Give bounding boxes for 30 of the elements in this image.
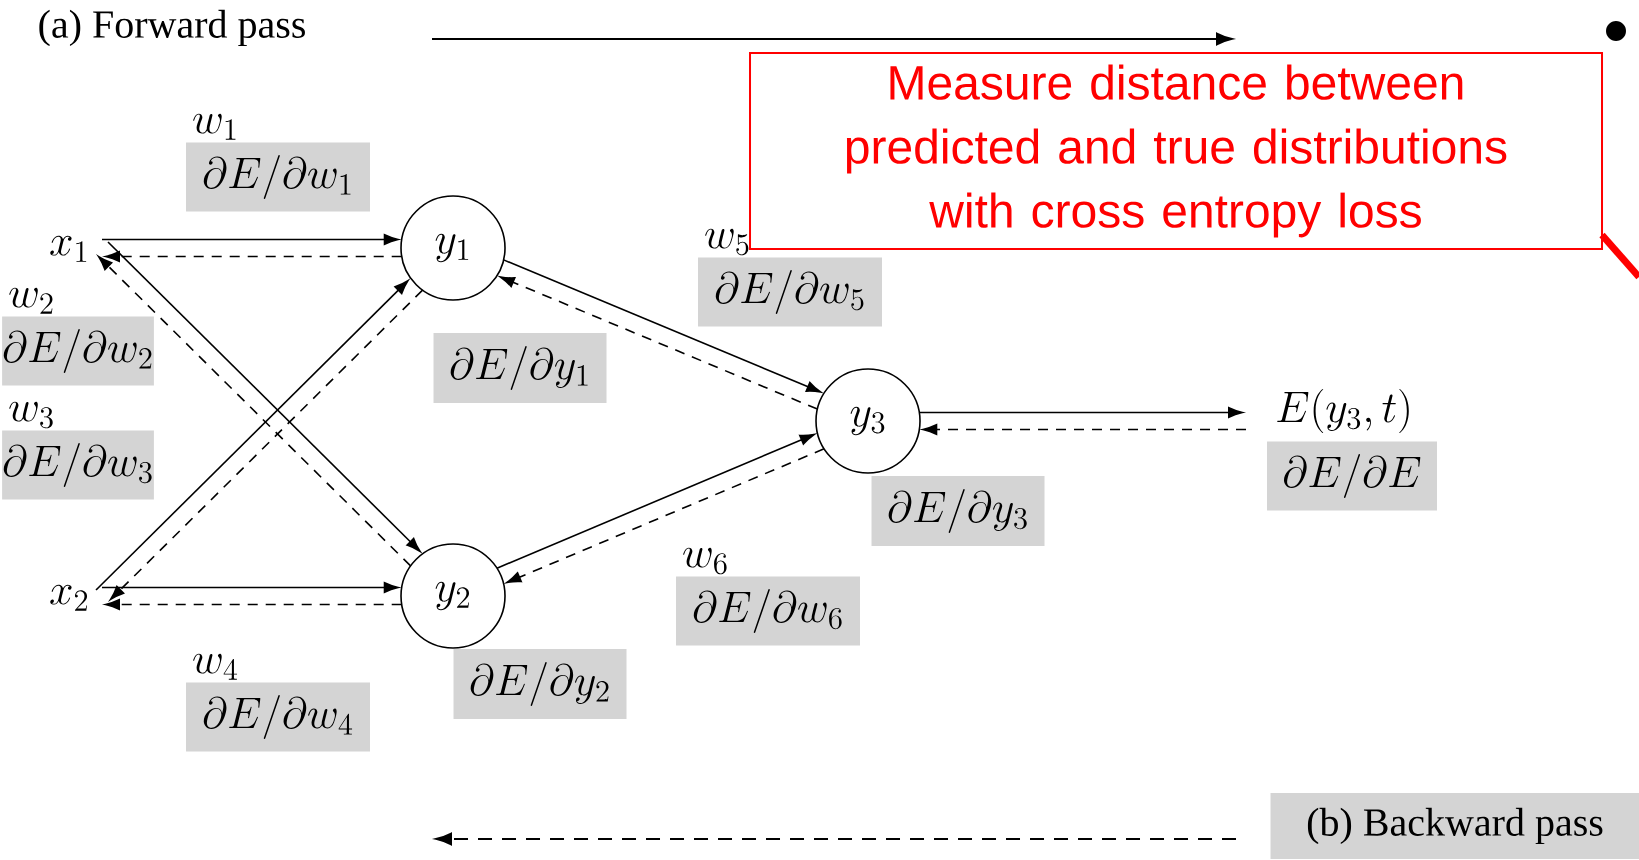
weight-label: $w_1$	[193, 113, 236, 140]
gradient-box: $\partial E/\partial w_5$	[698, 257, 882, 327]
arrow	[502, 259, 822, 393]
weight-label: $w_3$	[9, 401, 53, 429]
gradient-box: $\partial E/\partial w_3$	[2, 430, 154, 500]
callout-box: Measure distance between predicted and true distributions with cross entropy loss	[749, 52, 1603, 250]
connector-line	[1599, 232, 1639, 280]
gradient-box: $\partial E/\partial y_1$	[433, 333, 607, 403]
gradient-box: $\partial E/\partial w_1$	[186, 142, 370, 212]
pass-label: (a) Forward pass	[39, 9, 305, 47]
arrow	[918, 407, 1244, 418]
variable-label: $x_1$	[50, 235, 87, 262]
output-label: $E(y_3,t)$	[1277, 389, 1409, 433]
gradient-box: $\partial E/\partial y_3$	[871, 476, 1045, 546]
gradient-box: $\partial E/\partial w_4$	[186, 682, 370, 752]
gradient-box: $\partial E/\partial w_6$	[676, 576, 860, 646]
weight-label: $w_5$	[705, 228, 749, 256]
arrow	[104, 251, 403, 262]
weight-label: $w_6$	[683, 547, 727, 575]
arrow	[499, 276, 819, 410]
gradient-box: $\partial E/\partial w_2$	[2, 316, 154, 386]
variable-label: $x_2$	[50, 584, 88, 611]
pass-box: (b) Backward pass	[1270, 793, 1639, 859]
gradient-box: $\partial E/\partial y_2$	[453, 649, 627, 719]
weight-label: $w_2$	[9, 287, 53, 314]
arrow	[104, 599, 403, 610]
arrow	[496, 433, 815, 570]
gradient-box: $\partial E/\partial E$	[1267, 441, 1437, 511]
weight-label: $w_4$	[193, 653, 238, 680]
arrow	[506, 447, 825, 584]
